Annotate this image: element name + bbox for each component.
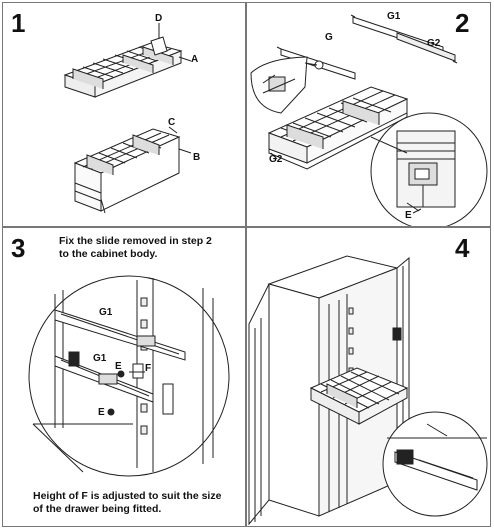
step-2-drawing [247, 3, 491, 226]
step-3-panel: 3 Fix the slide removed in step 2 to the… [2, 227, 246, 527]
divider-d [151, 23, 167, 55]
left-door [249, 284, 269, 524]
label-f: F [145, 363, 152, 374]
label-g2-bottom: G2 [269, 154, 283, 165]
slide-g1-lower [55, 352, 153, 402]
label-c: C [168, 117, 176, 128]
step-4-panel: 4 [246, 227, 491, 527]
label-e-lower: E [98, 407, 105, 418]
slide-detail-circle [371, 113, 487, 226]
step-3-instruction: Fix the slide removed in step 2 to the c… [59, 235, 212, 261]
label-e-upper: E [115, 361, 122, 372]
drawer-tray [311, 368, 407, 424]
label-g1: G1 [387, 11, 401, 22]
step-1-number: 1 [11, 8, 26, 38]
label-e: E [405, 210, 412, 221]
instruction-line-1: Fix the slide removed in step 2 [59, 235, 212, 247]
step-1-drawing [3, 3, 246, 227]
drawer-tray [269, 87, 407, 169]
note-line-2: of the drawer being fitted. [33, 503, 162, 515]
step-2-panel: 2 [246, 2, 491, 227]
step-3-number: 3 [11, 233, 26, 263]
step-4-drawing [247, 228, 491, 527]
step-3-note: Height of F is adjusted to suit the size… [33, 490, 221, 516]
label-g1-lower: G1 [93, 353, 107, 364]
slide-g1-upper [55, 310, 185, 360]
drawer-tray-a [65, 43, 181, 97]
label-d: D [155, 13, 163, 24]
instruction-line-2: to the cabinet body. [59, 248, 158, 260]
label-g2-top: G2 [427, 38, 441, 49]
step-3-drawing [3, 228, 246, 527]
step-2-number: 2 [455, 8, 470, 38]
label-b: B [193, 152, 201, 163]
label-g: G [325, 32, 333, 43]
slide-detail-circle [383, 412, 487, 516]
drawer-tray-b [75, 129, 179, 213]
slide-rail-g1-g2 [351, 15, 457, 63]
screw-e [108, 371, 124, 415]
note-line-1: Height of F is adjusted to suit the size [33, 490, 222, 502]
fitting-f [129, 364, 145, 378]
step-1-panel: 1 [2, 2, 246, 227]
slide-rail-g [277, 47, 355, 79]
step-4-number: 4 [455, 233, 470, 263]
label-g1-upper: G1 [99, 307, 113, 318]
cabinet-detail-circle [29, 276, 229, 476]
release-lever-detail [251, 57, 317, 113]
label-a: A [191, 54, 199, 65]
